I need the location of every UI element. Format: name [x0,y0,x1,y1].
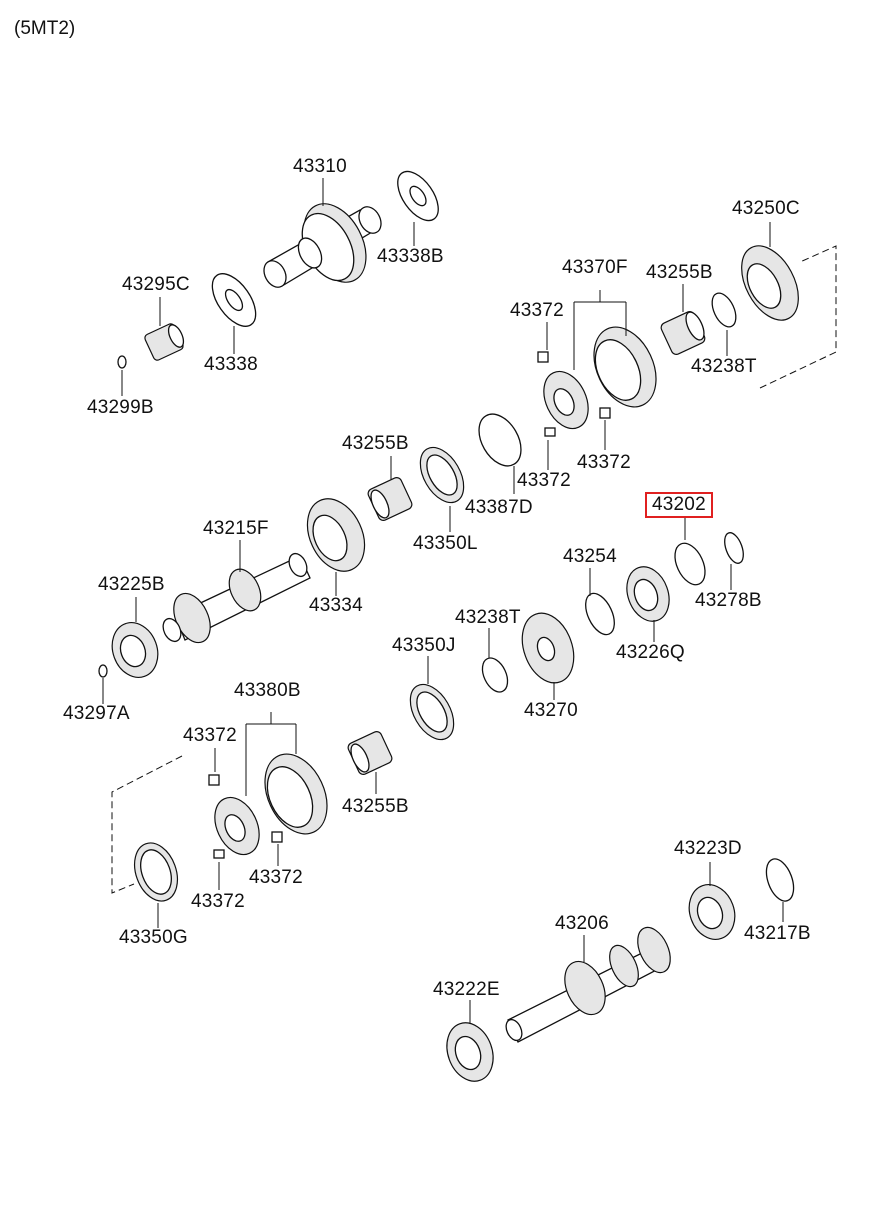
label-43254[interactable]: 43254 [563,546,617,567]
label-43372-e[interactable]: 43372 [191,891,245,912]
part-43297A-ring [98,664,108,678]
part-43278B-snapring [724,532,744,564]
part-43206-shaft [505,926,671,1043]
part-43299B-ring [117,355,127,369]
label-43372-f[interactable]: 43372 [249,867,303,888]
label-43225B[interactable]: 43225B [98,574,165,595]
label-43372-b[interactable]: 43372 [517,470,571,491]
part-43350G-ring [133,842,179,902]
part-43380B-synchronizer [214,753,328,856]
label-43380B[interactable]: 43380B [234,680,301,701]
part-43255B-bearing-low [347,731,393,775]
label-43223D[interactable]: 43223D [674,838,742,859]
label-43222E[interactable]: 43222E [433,979,500,1000]
label-43206[interactable]: 43206 [555,913,609,934]
label-43202-highlighted[interactable]: 43202 [645,492,713,518]
label-43310[interactable]: 43310 [293,156,347,177]
part-43350J-ring [409,683,455,741]
label-43226Q[interactable]: 43226Q [616,642,685,663]
part-43226Q-bearing [626,566,670,622]
part-43370F-synchronizer [543,326,657,430]
label-43372-a[interactable]: 43372 [510,300,564,321]
part-43223D-bearing [688,884,736,940]
part-43387D-ring [478,413,522,467]
label-43217B[interactable]: 43217B [744,923,811,944]
label-43350L[interactable]: 43350L [413,533,478,554]
label-43387D[interactable]: 43387D [465,497,533,518]
part-43255B-bearing-top [660,311,706,355]
label-43255B-low[interactable]: 43255B [342,796,409,817]
part-43202-ring [674,542,706,586]
part-43238T-snapring-top [711,292,737,328]
label-43372-c[interactable]: 43372 [577,452,631,473]
part-43372-key-f [271,831,283,843]
part-43350L-ring [419,446,465,504]
part-43338B-washer [397,170,439,222]
label-43338B[interactable]: 43338B [377,246,444,267]
part-43254-ring [585,592,615,636]
diagram-title: (5MT2) [14,18,76,39]
part-43222E-bearing [446,1022,494,1082]
part-43372-key-b [544,427,556,437]
label-43255B-top[interactable]: 43255B [646,262,713,283]
part-43215F-shaft [162,552,311,644]
part-43270-gear [521,612,575,684]
part-43338-washer [211,273,257,327]
label-43372-d[interactable]: 43372 [183,725,237,746]
part-43372-key-e [213,849,225,859]
part-43238T-snapring-mid [481,657,509,693]
label-43334[interactable]: 43334 [309,595,363,616]
label-43270[interactable]: 43270 [524,700,578,721]
label-43299B[interactable]: 43299B [87,397,154,418]
label-43370F[interactable]: 43370F [562,257,628,278]
label-43295C[interactable]: 43295C [122,274,190,295]
part-43372-key-a [537,351,549,363]
label-43350G[interactable]: 43350G [119,927,188,948]
part-43217B-ring [765,858,795,902]
part-43295C-bearing [144,323,185,361]
label-43215F[interactable]: 43215F [203,518,269,539]
part-43255B-bearing-mid [367,477,413,521]
part-43372-key-c [599,407,611,419]
part-43310-shaft [263,203,382,288]
part-43250C-bearing [741,245,799,321]
part-43225B-bearing [111,622,159,678]
label-43350J[interactable]: 43350J [392,635,456,656]
label-43338[interactable]: 43338 [204,354,258,375]
label-43278B[interactable]: 43278B [695,590,762,611]
label-43250C[interactable]: 43250C [732,198,800,219]
part-43372-key-d [208,774,220,786]
part-43334-gear [306,498,366,572]
label-43238T-mid[interactable]: 43238T [455,607,521,628]
label-43255B-mid[interactable]: 43255B [342,433,409,454]
label-43238T-top[interactable]: 43238T [691,356,757,377]
label-43297A[interactable]: 43297A [63,703,130,724]
